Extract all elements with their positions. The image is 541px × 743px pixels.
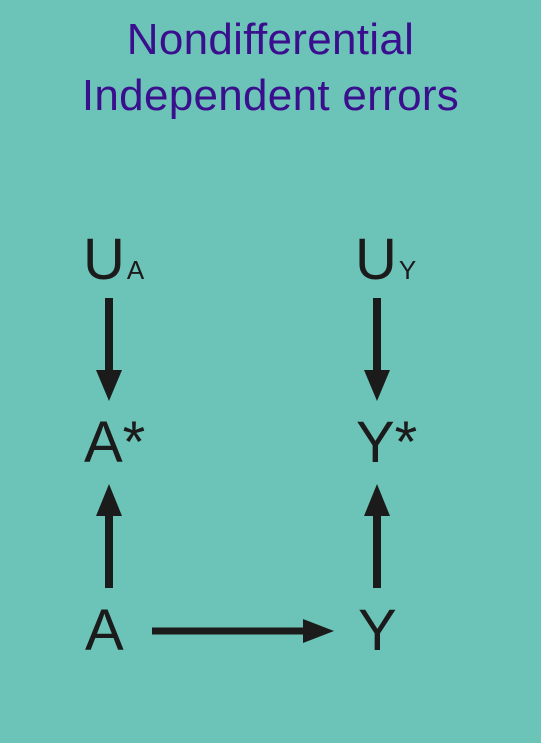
- node-ystar: Y*: [356, 410, 418, 475]
- node-ua: UA: [83, 229, 144, 301]
- diagram-title-line1: Nondifferential: [126, 15, 415, 64]
- edge-y-to-ystar: [364, 484, 390, 588]
- diagram-title-line2: Independent errors: [81, 71, 460, 120]
- node-y: Y: [358, 598, 397, 663]
- node-a: A: [85, 598, 124, 663]
- node-uy: UY: [355, 229, 416, 301]
- edge-a-to-y: [152, 619, 334, 643]
- edge-a-to-astar: [96, 484, 122, 588]
- node-ua-subscript: A: [126, 255, 145, 285]
- node-uy-subscript: Y: [398, 255, 417, 285]
- node-ua-main: U: [83, 227, 125, 292]
- edge-ua-to-astar: [96, 298, 122, 401]
- edge-uy-to-ystar: [364, 298, 390, 401]
- node-uy-main: U: [355, 227, 397, 292]
- node-astar: A*: [84, 410, 146, 475]
